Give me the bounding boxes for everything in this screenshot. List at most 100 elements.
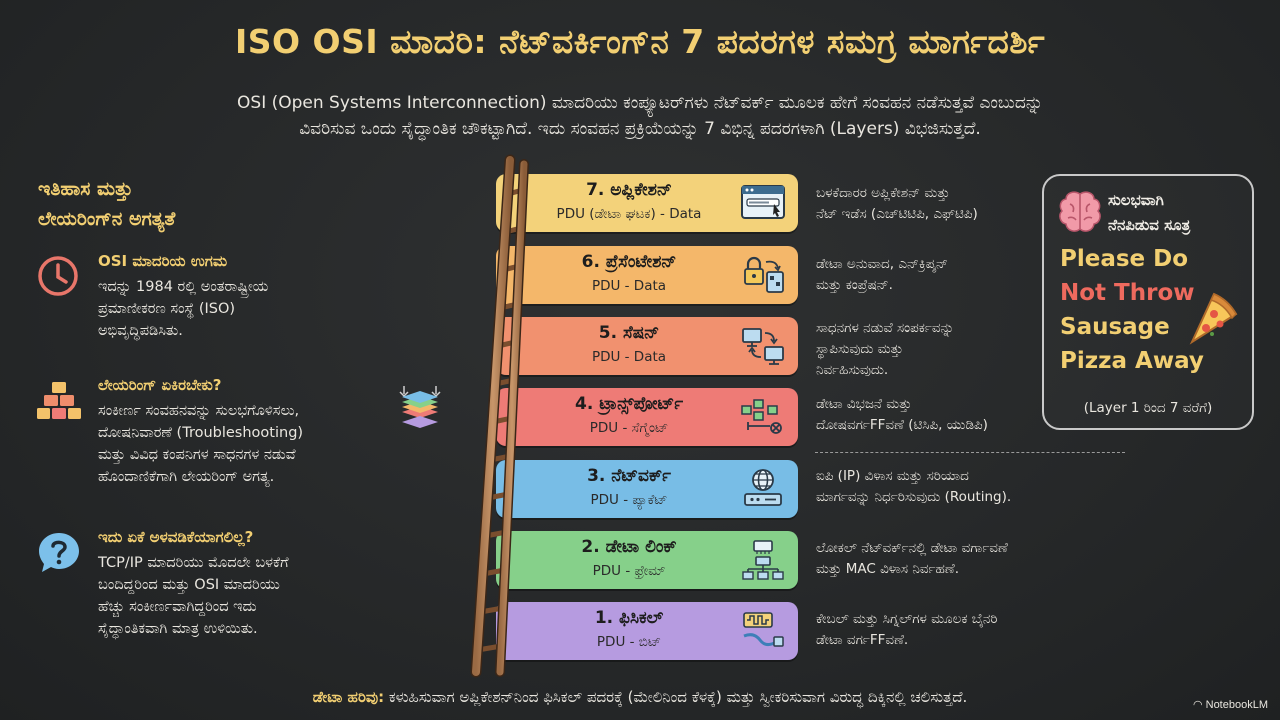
- layer-name: 6. ಪ್ರೆಸೆಂಟೇಶನ್: [581, 252, 677, 272]
- layer-name: 7. ಅಪ್ಲಿಕೇಶನ್: [586, 180, 672, 200]
- info-adopt-line: ಬಂದಿದ್ದರಿಂದ ಮತ್ತು OSI ಮಾದರಿಯು: [98, 577, 280, 593]
- router-globe-icon: [744, 469, 782, 506]
- history-section-title: ಇತಿಹಾಸ ಮತ್ತು ಲೇಯರಿಂಗ್‌ನ ಅಗತ್ಯತೆ: [38, 174, 338, 234]
- computers-sync-icon: [742, 328, 784, 365]
- info-adopt-head: ಇದು ಏಕೆ ಅಳವಡಿಕೆಯಾಗಲಿಲ್ಲ?: [98, 528, 254, 546]
- info-origin-line: ಇದನ್ನು 1984 ರಲ್ಲಿ ಅಂತರಾಷ್ಟ್ರೀಯ: [98, 279, 269, 295]
- mnemonic-line-3: Sausage: [1060, 314, 1170, 340]
- layer-name: 5. ಸೆಷನ್: [598, 323, 660, 343]
- layer-pdu: PDU - ಬಿಟ್: [596, 634, 662, 650]
- layer-desc-line: ಸಾಧನಗಳ ನಡುವೆ ಸಂಪರ್ಕವನ್ನು: [816, 320, 955, 336]
- layer-card-physical: 1. ಫಿಸಿಕಲ್ PDU - ಬಿಟ್: [496, 602, 798, 660]
- section-divider: [815, 452, 1125, 453]
- layer-desc-line: ಮಾರ್ಗವನ್ನು ನಿರ್ಧರಿಸುವುದು (Routing).: [816, 489, 1012, 505]
- layer-pdu: PDU (ಡೇಟಾ ಘಟಕ) - Data: [556, 206, 702, 222]
- brand-watermark: ◠NotebookLM: [1193, 698, 1268, 711]
- layer-desc-transport: ಡೇಟಾ ವಿಭಜನೆ ಮತ್ತು ದೋಷವರ್ಗFFವಣೆ (ಟಿಸಿಪಿ, …: [816, 394, 1036, 436]
- ladder-illustration: [470, 154, 529, 678]
- layer-desc-line: ಡೇಟಾ ವರ್ಗFFವಣೆ.: [816, 632, 909, 648]
- info-why-line: ಮತ್ತು ವಿವಿಧ ಕಂಪನಿಗಳ ಸಾಧನಗಳ ನಡುವೆ: [98, 447, 296, 463]
- layer-card-data-link: 2. ಡೇಟಾ ಲಿಂಕ್ PDU - ಫ್ರೇಮ್: [496, 531, 798, 589]
- layer-desc-line: ಮತ್ತು MAC ವಿಳಾಸ ನಿರ್ವಹಣೆ.: [816, 561, 959, 577]
- intro-line-2: ವಿವರಿಸುವ ಒಂದು ಸೈದ್ಧಾಂತಿಕ ಚೌಕಟ್ಟಾಗಿದೆ. ಇದ…: [299, 119, 981, 139]
- info-adopt-line: TCP/IP ಮಾದರಿಯು ಮೊದಲೇ ಬಳಕೆಗೆ: [98, 555, 289, 571]
- layer-name: 2. ಡೇಟಾ ಲಿಂಕ್: [581, 537, 677, 557]
- history-title-line-1: ಇತಿಹಾಸ ಮತ್ತು: [38, 178, 133, 200]
- layer-desc-presentation: ಡೇಟಾ ಅನುವಾದ, ಎನ್‌ಕ್ರಿಪ್ಶನ್ ಮತ್ತು ಕಂಪ್ರೆಷ…: [816, 254, 1036, 296]
- layer-pdu: PDU - Data: [591, 278, 667, 294]
- layer-desc-line: ಡೇಟಾ ಅನುವಾದ, ಎನ್‌ಕ್ರಿಪ್ಶನ್: [816, 256, 948, 272]
- question-icon: [39, 533, 79, 572]
- layer-name: 3. ನೆಟ್‌ವರ್ಕ್: [587, 466, 671, 486]
- info-not-adopted: ಇದು ಏಕೆ ಅಳವಡಿಕೆಯಾಗಲಿಲ್ಲ? TCP/IP ಮಾದರಿಯು …: [36, 528, 396, 658]
- layer-card-session: 5. ಸೆಷನ್ PDU - Data: [496, 317, 798, 375]
- cable-signal-icon: [743, 612, 784, 647]
- layer-card-transport: 4. ಟ್ರಾನ್ಸ್‌ಪೋರ್ಟ್ PDU - ಸೆಗ್ಮೆಂಟ್: [496, 388, 798, 446]
- layer-name: 1. ಫಿಸಿಕಲ್: [594, 608, 664, 628]
- intro-line-1: OSI (Open Systems Interconnection) ಮಾದರಿ…: [237, 93, 1043, 113]
- mnemonic-box: ಸುಲಭವಾಗಿ ನೆನಪಿಡುವ ಸೂತ್ರ Please Do Not Th…: [1042, 174, 1254, 430]
- layer-desc-line: ಕೇಬಲ್ ಮತ್ತು ಸಿಗ್ನಲ್‌ಗಳ ಮೂಲಕ ಬೈನರಿ: [816, 611, 998, 627]
- layer-desc-line: ನೆಟ್ ಇಡೆಸ (ಎಚ್‌ಟಿಟಿಪಿ, ಎಫ್‌ಟಿಪಿ): [816, 206, 978, 222]
- mnemonic-title-line: ಸುಲಭವಾಗಿ: [1108, 191, 1164, 209]
- mnemonic-line-2: Not Throw: [1060, 280, 1195, 306]
- page-title: ISO OSI ಮಾದರಿ: ನೆಟ್‌ವರ್ಕಿಂಗ್‌ನ 7 ಪದರಗಳ ಸ…: [234, 22, 1046, 61]
- browser-window-icon: [741, 185, 785, 219]
- layer-desc-physical: ಕೇಬಲ್ ಮತ್ತು ಸಿಗ್ನಲ್‌ಗಳ ಮೂಲಕ ಬೈನರಿ ಡೇಟಾ ವ…: [816, 609, 1116, 651]
- layer-card-network: 3. ನೆಟ್‌ವರ್ಕ್ PDU - ಪ್ಯಾಕೆಟ್: [496, 460, 798, 518]
- layer-pdu: PDU - Data: [591, 349, 667, 365]
- mnemonic-note: (Layer 1 ರಿಂದ 7 ವರೆಗೆ): [1083, 400, 1213, 416]
- mnemonic-title: ಸುಲಭವಾಗಿ ನೆನಪಿಡುವ ಸೂತ್ರ: [1108, 188, 1254, 238]
- info-origin: OSI ಮಾದರಿಯ ಉಗಮ ಇದನ್ನು 1984 ರಲ್ಲಿ ಅಂತರಾಷ್…: [36, 252, 396, 348]
- history-title-line-2: ಲೇಯರಿಂಗ್‌ನ ಅಗತ್ಯತೆ: [38, 208, 176, 230]
- lock-file-icon: [744, 256, 784, 293]
- layer-card-application: 7. ಅಪ್ಲಿಕೇಶನ್ PDU (ಡೇಟಾ ಘಟಕ) - Data: [496, 174, 798, 232]
- brand-name: NotebookLM: [1205, 699, 1268, 711]
- mnemonic-title-line: ನೆನಪಿಡುವ ಸೂತ್ರ: [1108, 216, 1191, 234]
- info-why-line: ಹೊಂದಾಣಿಕೆಗಾಗಿ ಲೇಯರಿಂಗ್ ಅಗತ್ಯ.: [98, 469, 275, 485]
- data-flow-text: ಕಳುಹಿಸುವಾಗ ಅಪ್ಲಿಕೇಶನ್‌ನಿಂದ ಫಿಸಿಕಲ್ ಪದರಕ್…: [384, 688, 968, 706]
- layer-desc-line: ದೋಷವರ್ಗFFವಣೆ (ಟಿಸಿಪಿ, ಯುಡಿಪಿ): [816, 417, 988, 433]
- layer-desc-data-link: ಲೋಕಲ್ ನೆಟ್‌ವರ್ಕ್‌ನಲ್ಲಿ ಡೇಟಾ ವರ್ಗಾವಣೆ ಮತ್…: [816, 538, 1116, 580]
- layer-desc-line: ಲೋಕಲ್ ನೆಟ್‌ವರ್ಕ್‌ನಲ್ಲಿ ಡೇಟಾ ವರ್ಗಾವಣೆ: [816, 540, 1008, 556]
- info-why-head: ಲೇಯರಿಂಗ್ ಏಕಿರಬೇಕು?: [98, 376, 222, 394]
- mnemonic-line-1: Please Do: [1060, 246, 1189, 272]
- layer-desc-session: ಸಾಧನಗಳ ನಡುವೆ ಸಂಪರ್ಕವನ್ನು ಸ್ಥಾಪಿಸುವುದು ಮತ…: [816, 318, 1036, 381]
- layer-desc-line: ನಿರ್ವಹಿಸುವುದು.: [816, 362, 889, 378]
- info-why-layering: ಲೇಯರಿಂಗ್ ಏಕಿರಬೇಕು? ಸಂಕೀರ್ಣ ಸಂವಹನವನ್ನು ಸು…: [36, 376, 396, 496]
- info-why-body: ಸಂಕೀರ್ಣ ಸಂವಹನವನ್ನು ಸುಲಭಗೊಳಿಸಲು, ದೋಷನಿವಾರ…: [98, 400, 398, 488]
- layer-desc-line: ಡೇಟಾ ವಿಭಜನೆ ಮತ್ತು: [816, 396, 912, 412]
- notebooklm-logo-icon: ◠: [1193, 699, 1203, 711]
- layer-stack-icon: [399, 386, 441, 428]
- mnemonic-line-4: Pizza Away: [1060, 348, 1204, 374]
- info-origin-body: ಇದನ್ನು 1984 ರಲ್ಲಿ ಅಂತರಾಷ್ಟ್ರೀಯ ಪ್ರಮಾಣೀಕರ…: [98, 276, 398, 342]
- nic-switch-icon: [742, 540, 784, 580]
- layer-pdu: PDU - ಸೆಗ್ಮೆಂಟ್: [589, 420, 669, 436]
- layer-desc-network: ಐಪಿ (IP) ವಿಳಾಸ ಮತ್ತು ಸರಿಯಾದ ಮಾರ್ಗವನ್ನು ನ…: [816, 466, 1116, 508]
- layer-name: 4. ಟ್ರಾನ್ಸ್‌ಪೋರ್ಟ್: [574, 394, 683, 414]
- intro-text: OSI (Open Systems Interconnection) ಮಾದರಿ…: [70, 90, 1210, 142]
- layer-desc-line: ಐಪಿ (IP) ವಿಳಾಸ ಮತ್ತು ಸರಿಯಾದ: [816, 468, 969, 484]
- info-origin-line: ಅಭಿವೃದ್ಧಿಪಡಿಸಿತು.: [98, 323, 183, 339]
- data-flow-footer: ಡೇಟಾ ಹರಿವು: ಕಳುಹಿಸುವಾಗ ಅಪ್ಲಿಕೇಶನ್‌ನಿಂದ ಫ…: [0, 688, 1280, 706]
- info-adopt-line: ಹೆಚ್ಚು ಸಂಕೀರ್ಣವಾಗಿದ್ದರಿಂದ ಇದು: [98, 599, 257, 615]
- blocks-icon: [37, 382, 81, 419]
- segments-icon: [741, 399, 782, 434]
- info-why-line: ಸಂಕೀರ್ಣ ಸಂವಹನವನ್ನು ಸುಲಭಗೊಳಿಸಲು,: [98, 403, 300, 419]
- pizza-icon: [1189, 292, 1238, 345]
- info-adopt-line: ಸೈದ್ಧಾಂತಿಕವಾಗಿ ಮಾತ್ರ ಉಳಿಯಿತು.: [98, 621, 258, 637]
- info-adopt-body: TCP/IP ಮಾದರಿಯು ಮೊದಲೇ ಬಳಕೆಗೆ ಬಂದಿದ್ದರಿಂದ …: [98, 552, 398, 640]
- layer-desc-line: ಸ್ಥಾಪಿಸುವುದು ಮತ್ತು: [816, 341, 904, 357]
- layer-pdu: PDU - ಪ್ಯಾಕೆಟ್: [590, 492, 668, 508]
- info-origin-head: OSI ಮಾದರಿಯ ಉಗಮ: [98, 252, 228, 270]
- layer-desc-line: ಬಳಕೆದಾರರ ಅಪ್ಲಿಕೇಶನ್ ಮತ್ತು: [816, 185, 950, 201]
- info-origin-line: ಪ್ರಮಾಣೀಕರಣ ಸಂಸ್ಥೆ (ISO): [98, 301, 236, 317]
- data-flow-label: ಡೇಟಾ ಹರಿವು:: [312, 688, 385, 706]
- info-why-line: ದೋಷನಿವಾರಣೆ (Troubleshooting): [98, 425, 304, 441]
- layer-desc-application: ಬಳಕೆದಾರರ ಅಪ್ಲಿಕೇಶನ್ ಮತ್ತು ನೆಟ್ ಇಡೆಸ (ಎಚ್…: [816, 183, 1036, 225]
- layer-card-presentation: 6. ಪ್ರೆಸೆಂಟೇಶನ್ PDU - Data: [496, 246, 798, 304]
- clock-icon: [38, 256, 78, 296]
- layer-pdu: PDU - ಫ್ರೇಮ್: [592, 563, 666, 579]
- brain-icon: [1059, 191, 1101, 232]
- layer-desc-line: ಮತ್ತು ಕಂಪ್ರೆಷನ್.: [816, 277, 893, 293]
